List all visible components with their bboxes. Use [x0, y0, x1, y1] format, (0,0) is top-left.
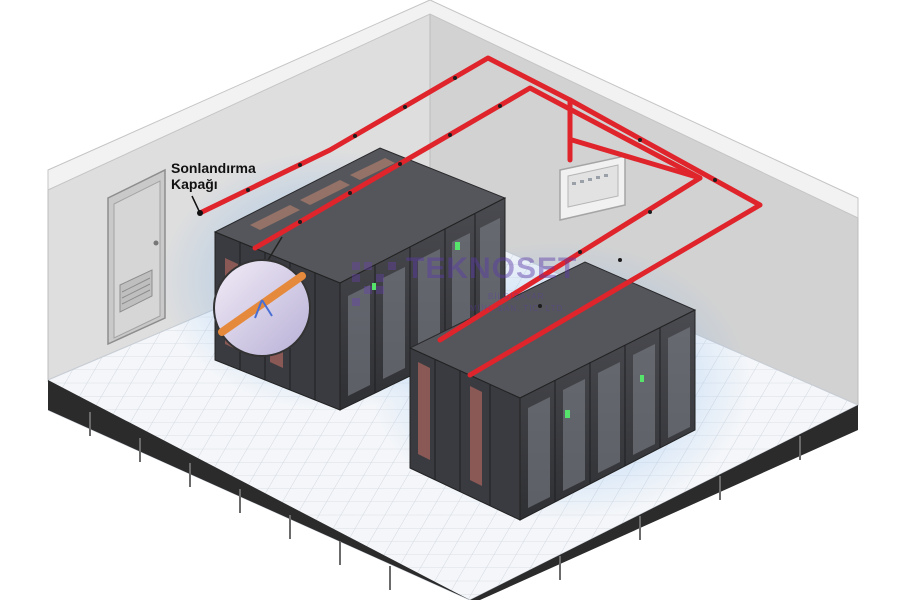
floor-pedestals — [89, 412, 801, 590]
watermark-sub-2: MÜH. SAN. TİC. LTD. — [470, 304, 567, 313]
aspiration-pipes — [197, 55, 763, 378]
door — [107, 168, 166, 346]
sampling-holes — [246, 76, 717, 308]
watermark-logo — [352, 262, 396, 306]
end-cap — [197, 210, 203, 216]
wall-top-edge — [47, 0, 859, 219]
annotation-leader — [191, 195, 201, 214]
annotation-line-1: Sonlandırma — [171, 160, 256, 176]
watermark-sub-1: BİLGİSAYAR — [488, 292, 545, 301]
rack-row-right — [408, 261, 697, 521]
zoom-detail — [213, 236, 311, 357]
floor-plenum — [48, 380, 470, 600]
annotation-label: Sonlandırma Kapağı — [171, 160, 256, 192]
control-panel — [559, 155, 626, 221]
watermark-name: TEKNOSET — [406, 252, 578, 285]
annotation-line-2: Kapağı — [171, 176, 218, 192]
